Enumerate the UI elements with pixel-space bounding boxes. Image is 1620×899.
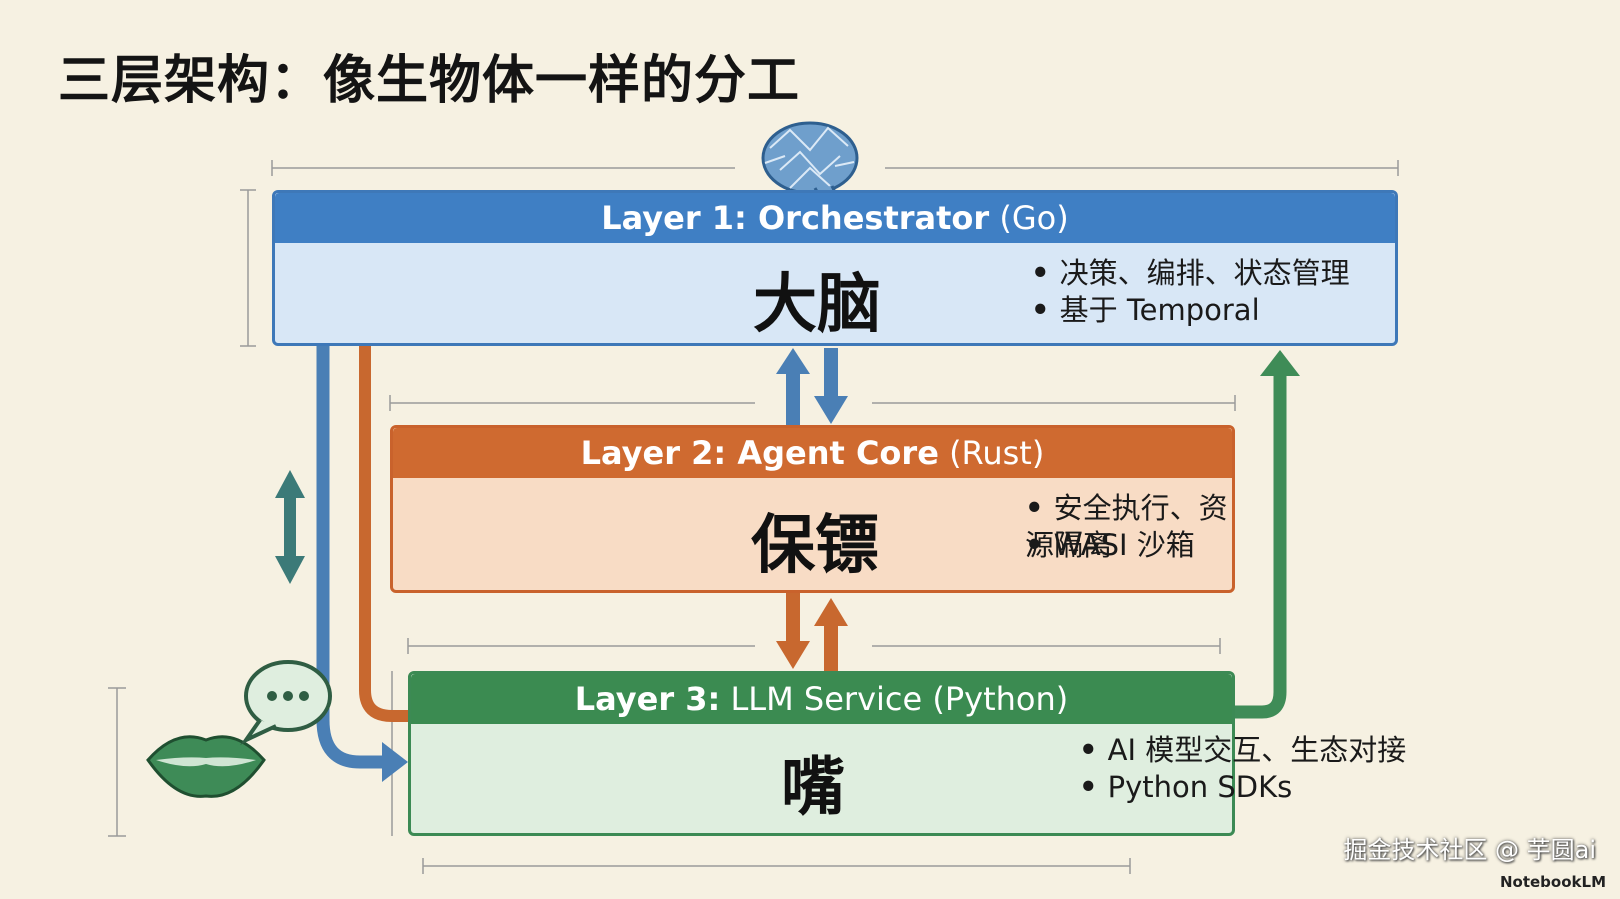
connector-l1-l3-orange bbox=[359, 346, 408, 722]
layer-3-bullet: AI 模型交互、生态对接 bbox=[1079, 732, 1407, 769]
connector-l3-l1 bbox=[1235, 372, 1287, 719]
watermark: 掘金技术社区 @ 芋圆ai bbox=[1343, 836, 1596, 864]
layer-1-bullet: 基于 Temporal bbox=[1031, 292, 1350, 329]
brand-label: NotebookLM bbox=[1499, 873, 1606, 891]
layer-3-name: 嘴 bbox=[781, 751, 845, 825]
layer-3-header: Layer 3: LLM Service (Python) bbox=[411, 674, 1232, 724]
layer-1-bullets: 决策、编排、状态管理 基于 Temporal bbox=[1031, 255, 1350, 329]
layer-2-agent-core: Layer 2: Agent Core (Rust) 保镖 安全执行、资源隔离 … bbox=[390, 425, 1235, 593]
layer-2-name: 保镖 bbox=[751, 509, 879, 583]
layer-1-lang: (Go) bbox=[999, 199, 1069, 237]
layer-3-bullets: AI 模型交互、生态对接 Python SDKs bbox=[1079, 732, 1407, 806]
arrow-l2-l3 bbox=[776, 593, 848, 672]
page-title: 三层架构：像生物体一样的分工 bbox=[58, 51, 801, 111]
speech-bubble-icon bbox=[240, 660, 332, 745]
layer-3-label: Layer 3: bbox=[574, 680, 721, 718]
layer-2-bullets: 安全执行、资源隔离 WASI 沙箱 bbox=[1025, 490, 1232, 564]
layer-2-lang: (Rust) bbox=[949, 434, 1045, 472]
layer-1-name: 大脑 bbox=[753, 268, 881, 342]
arrowhead-l1-in bbox=[1260, 350, 1300, 376]
bidirectional-arrow bbox=[275, 470, 305, 584]
lips-icon bbox=[146, 735, 266, 798]
layer-1-orchestrator: Layer 1: Orchestrator (Go) 大脑 决策、编排、状态管理… bbox=[272, 190, 1398, 346]
layer-2-label: Layer 2: Agent Core bbox=[580, 434, 939, 472]
layer-2-header: Layer 2: Agent Core (Rust) bbox=[393, 428, 1232, 478]
layer-2-bullet: WASI 沙箱 bbox=[1025, 527, 1232, 564]
layer-3-bullet: Python SDKs bbox=[1079, 769, 1406, 806]
layer-3-llm-service: Layer 3: LLM Service (Python) 嘴 AI 模型交互、… bbox=[408, 671, 1406, 836]
arrow-l1-l2 bbox=[776, 348, 848, 425]
layer-2-bullet: 安全执行、资源隔离 bbox=[1025, 490, 1232, 562]
layer-1-header: Layer 1: Orchestrator (Go) bbox=[275, 193, 1395, 243]
arrowhead-l3-in bbox=[382, 742, 408, 782]
dimension-lines bbox=[108, 160, 1399, 874]
layer-3-lang: LLM Service (Python) bbox=[730, 680, 1069, 718]
connector-l1-l3 bbox=[316, 346, 392, 769]
layer-1-bullet: 决策、编排、状态管理 bbox=[1031, 255, 1350, 292]
layer-1-label: Layer 1: Orchestrator bbox=[601, 199, 990, 237]
